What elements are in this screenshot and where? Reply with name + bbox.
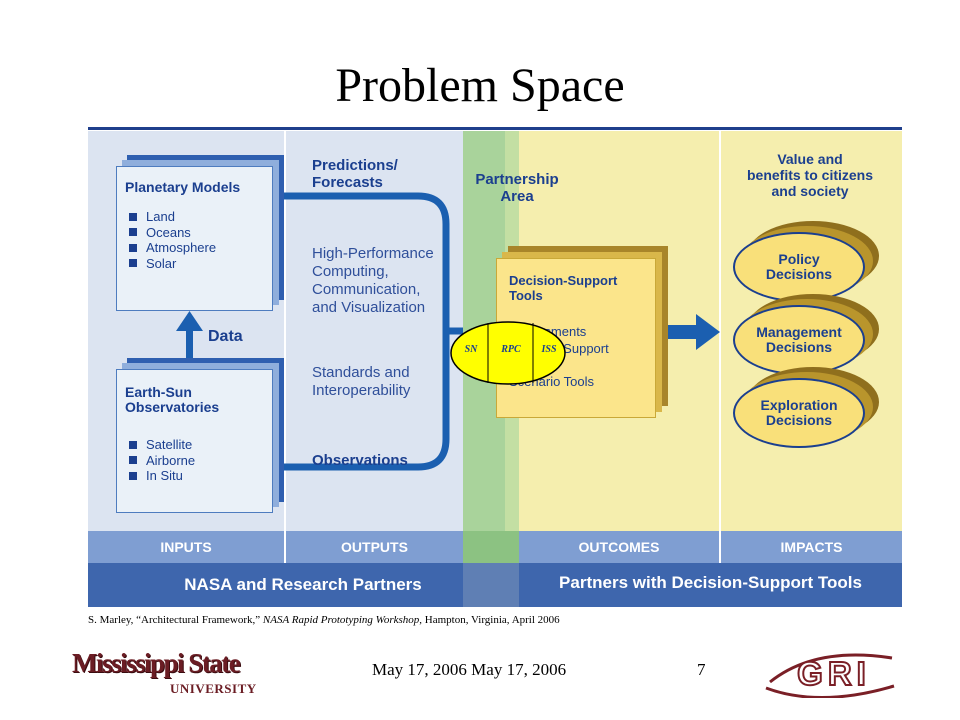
observations-label: Observations <box>312 452 408 469</box>
slide-date: May 17, 2006 May 17, 2006 <box>372 660 567 679</box>
observatories-box: Earth-Sun Observatories Satellite Airbor… <box>116 369 273 513</box>
planetary-models-box: Planetary Models Land Oceans Atmosphere … <box>116 166 273 311</box>
impact-arrow-head <box>696 314 720 350</box>
header-divider <box>719 531 721 563</box>
value-benefits-label: Value and benefits to citizens and socie… <box>746 151 874 199</box>
exploration-decisions-oval: Exploration Decisions <box>733 378 865 448</box>
flow-loop-line <box>276 192 450 471</box>
overlay-label-rpc: RPC <box>501 344 521 355</box>
citation: S. Marley, “Architectural Framework,” NA… <box>88 614 560 626</box>
policy-decisions-oval: Policy Decisions <box>733 232 865 302</box>
bullet-square-icon <box>129 212 137 221</box>
inputs-outputs-header-bar <box>88 531 463 563</box>
msu-wordmark: Mississippi State <box>72 648 241 678</box>
partnership-header-bar <box>463 531 519 563</box>
data-arrow-head <box>176 311 203 331</box>
partners-banner <box>519 563 902 607</box>
data-arrow-shaft <box>186 329 193 359</box>
partners-banner-text: Partners with Decision-Support Tools <box>559 573 862 592</box>
sn-rpc-iss-overlay <box>450 321 566 385</box>
list-item: Solar <box>129 256 216 272</box>
list-item: In Situ <box>129 468 195 484</box>
standards-label: Standards and Interoperability <box>312 364 411 399</box>
column-header-outputs: OUTPUTS <box>341 539 408 555</box>
list-item: Atmosphere <box>129 240 216 256</box>
decision-support-title: Decision-Support Tools <box>509 273 618 303</box>
column-header-impacts: IMPACTS <box>780 539 843 555</box>
gri-wordmark: GRI <box>796 654 871 693</box>
observatories-title: Earth-Sun Observatories <box>125 384 220 415</box>
problem-space-diagram: Planetary Models Land Oceans Atmosphere … <box>88 131 902 607</box>
banner-bridge <box>463 563 519 607</box>
nasa-banner <box>88 563 463 607</box>
list-item: Land <box>129 209 216 225</box>
impact-arrow-shaft <box>660 325 700 339</box>
bullet-square-icon <box>129 456 137 465</box>
title-rule <box>88 127 902 130</box>
gri-logo: GRI <box>760 652 898 698</box>
slide-page-number: 7 <box>697 660 706 679</box>
divider-inputs-outputs <box>284 131 286 607</box>
divider-outcomes-impacts <box>719 131 721 607</box>
list-item: Satellite <box>129 437 195 453</box>
bullet-square-icon <box>129 471 137 480</box>
management-decisions-oval: Management Decisions <box>733 305 865 375</box>
overlay-label-iss: ISS <box>541 344 557 355</box>
planetary-models-title: Planetary Models <box>125 179 241 195</box>
partnership-label: Partnership Area <box>475 171 559 205</box>
header-divider <box>284 531 286 563</box>
flow-lines <box>176 192 720 471</box>
outcomes-impacts-header-bar <box>519 531 902 563</box>
observatories-list: Satellite Airborne In Situ <box>129 437 195 484</box>
column-header-inputs: INPUTS <box>160 539 212 555</box>
list-item: Oceans <box>129 225 216 241</box>
nasa-banner-text: NASA and Research Partners <box>184 575 422 594</box>
bullet-square-icon <box>129 228 137 237</box>
msu-university-text: UNIVERSITY <box>170 681 257 696</box>
column-header-outcomes: OUTCOMES <box>578 539 660 555</box>
bullet-square-icon <box>129 259 137 268</box>
overlay-label-sn: SN <box>464 344 478 355</box>
hpc-label: High-Performance Computing, Communicatio… <box>312 245 434 316</box>
bullet-square-icon <box>129 440 137 449</box>
planetary-models-list: Land Oceans Atmosphere Solar <box>129 209 216 271</box>
slide-title: Problem Space <box>335 59 625 112</box>
gri-swoosh-icon <box>765 653 895 698</box>
predictions-label: Predictions/ Forecasts <box>312 157 398 191</box>
data-label: Data <box>208 328 243 345</box>
msu-logo: Mississippi State UNIVERSITY <box>72 648 256 702</box>
list-item: Airborne <box>129 453 195 469</box>
bullet-square-icon <box>129 243 137 252</box>
